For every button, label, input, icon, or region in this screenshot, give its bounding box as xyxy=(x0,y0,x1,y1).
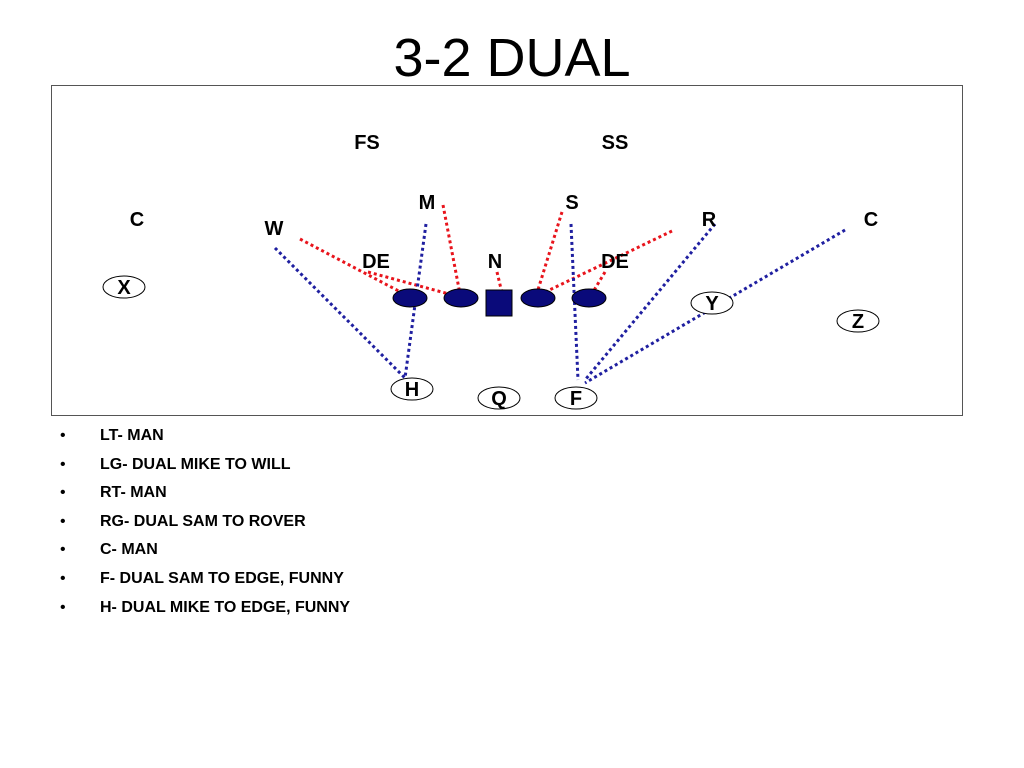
assignment-text: LT- MAN xyxy=(100,427,164,444)
nose-label: N xyxy=(488,251,502,273)
defense-labels: FS SS M S W R C C DE N DE xyxy=(130,132,878,273)
left-tackle xyxy=(392,288,428,308)
lt-read-line xyxy=(299,237,411,299)
y-oval xyxy=(690,291,734,315)
f-path-rover xyxy=(583,223,717,381)
slide-title: 3-2 DUAL xyxy=(393,28,631,88)
free-safety-label: FS xyxy=(354,132,380,154)
bullet-icon: • xyxy=(60,512,66,530)
bullet-icon: • xyxy=(60,569,66,587)
bullet-icon: • xyxy=(60,541,66,559)
list-item: • RG- DUAL SAM TO ROVER xyxy=(60,511,350,540)
assignment-text: RG- DUAL SAM TO ROVER xyxy=(100,512,306,530)
q-label: Q xyxy=(491,388,507,410)
x-label: X xyxy=(117,277,131,299)
right-guard xyxy=(520,288,556,308)
right-tackle xyxy=(571,288,607,308)
assignment-text: RT- MAN xyxy=(100,484,167,502)
list-item: • LT- MAN xyxy=(60,425,350,454)
f-oval xyxy=(554,386,598,410)
assignment-text: F- DUAL SAM TO EDGE, FUNNY xyxy=(100,569,344,587)
assignment-text: C- MAN xyxy=(100,541,158,559)
x-oval xyxy=(102,275,146,299)
play-diagram-frame xyxy=(51,85,963,416)
mike-label: M xyxy=(419,192,436,214)
end-right-label: DE xyxy=(601,251,629,273)
sam-label: S xyxy=(565,192,578,214)
bullet-icon: • xyxy=(60,455,66,473)
bullet-icon: • xyxy=(60,427,66,444)
assignment-text: H- DUAL MIKE TO EDGE, FUNNY xyxy=(100,598,351,616)
will-label: W xyxy=(265,218,284,240)
list-item: • RT- MAN xyxy=(60,482,350,511)
corner-left-label: C xyxy=(130,209,144,231)
rg-read-line-rover xyxy=(536,229,673,298)
lg-read-line-mike xyxy=(441,204,462,295)
f-label: F xyxy=(570,388,582,410)
q-oval xyxy=(477,386,521,410)
h-path-mike xyxy=(403,223,428,379)
center xyxy=(485,289,513,317)
assignment-text: LG- DUAL MIKE TO WILL xyxy=(100,455,291,473)
bullet-icon: • xyxy=(60,484,66,502)
offense-labels: X Y Z H Q F xyxy=(117,277,864,410)
y-label: Y xyxy=(705,293,719,315)
h-path-edge xyxy=(273,246,407,380)
z-label: Z xyxy=(852,311,864,333)
list-item: • LG- DUAL MIKE TO WILL xyxy=(60,454,350,483)
corner-right-label: C xyxy=(864,209,878,231)
end-left-label: DE xyxy=(362,251,390,273)
strong-safety-label: SS xyxy=(602,132,629,154)
list-item: • C- MAN xyxy=(60,539,350,568)
bullet-icon: • xyxy=(60,598,66,616)
list-item: • H- DUAL MIKE TO EDGE, FUNNY xyxy=(60,597,350,626)
dual-read-lines xyxy=(299,204,673,299)
offense-ovals xyxy=(102,275,880,410)
assignment-list: • LT- MAN • LG- DUAL MIKE TO WILL • RT- MAN… xyxy=(60,425,350,625)
rg-read-line-sam xyxy=(535,211,564,294)
offensive-line xyxy=(392,288,607,317)
h-oval xyxy=(390,377,434,401)
left-guard xyxy=(443,288,479,308)
h-label: H xyxy=(405,379,419,401)
back-paths xyxy=(273,223,846,385)
list-item: • F- DUAL SAM TO EDGE, FUNNY xyxy=(60,568,350,597)
lg-read-line-will xyxy=(367,270,461,299)
z-oval xyxy=(836,309,880,333)
rover-label: R xyxy=(702,209,717,231)
